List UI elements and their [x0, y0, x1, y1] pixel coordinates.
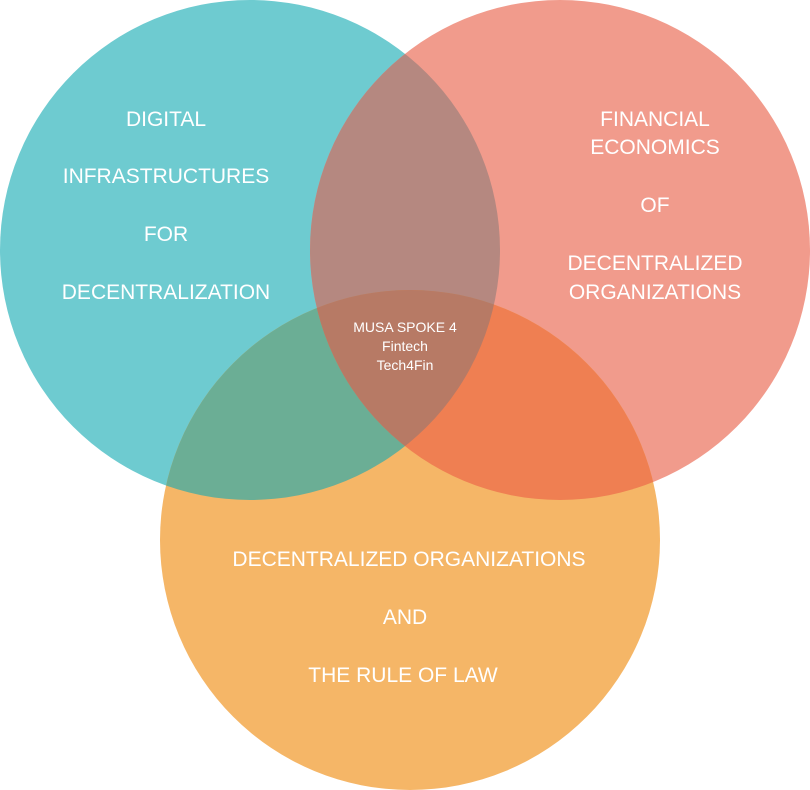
- overlap-right-bottom: [310, 290, 660, 500]
- label-line: DIGITAL: [126, 108, 206, 131]
- label-line: ORGANIZATIONS: [569, 281, 741, 304]
- label-line: FINANCIAL: [600, 108, 710, 131]
- label-line: FOR: [144, 223, 188, 246]
- bottom-circle-label: DECENTRALIZED ORGANIZATIONS AND THE RULE…: [232, 548, 585, 687]
- right-circle-label: FINANCIAL ECONOMICS OF DECENTRALIZED ORG…: [567, 108, 742, 304]
- label-line: Fintech: [382, 338, 428, 354]
- label-line: DECENTRALIZED ORGANIZATIONS: [232, 548, 585, 571]
- label-line: AND: [383, 606, 427, 629]
- overlap-left-bottom: [160, 290, 500, 500]
- label-line: Tech4Fin: [377, 357, 434, 373]
- label-line: INFRASTRUCTURES: [63, 165, 270, 188]
- label-line: OF: [640, 194, 669, 217]
- label-line: DECENTRALIZED: [567, 252, 742, 275]
- label-line: THE RULE OF LAW: [308, 664, 498, 687]
- label-line: MUSA SPOKE 4: [353, 319, 457, 335]
- center-label: MUSA SPOKE 4 Fintech Tech4Fin: [353, 319, 457, 373]
- label-line: DECENTRALIZATION: [62, 281, 270, 304]
- label-line: ECONOMICS: [590, 136, 720, 159]
- left-circle-label: DIGITAL INFRASTRUCTURES FOR DECENTRALIZA…: [62, 108, 270, 304]
